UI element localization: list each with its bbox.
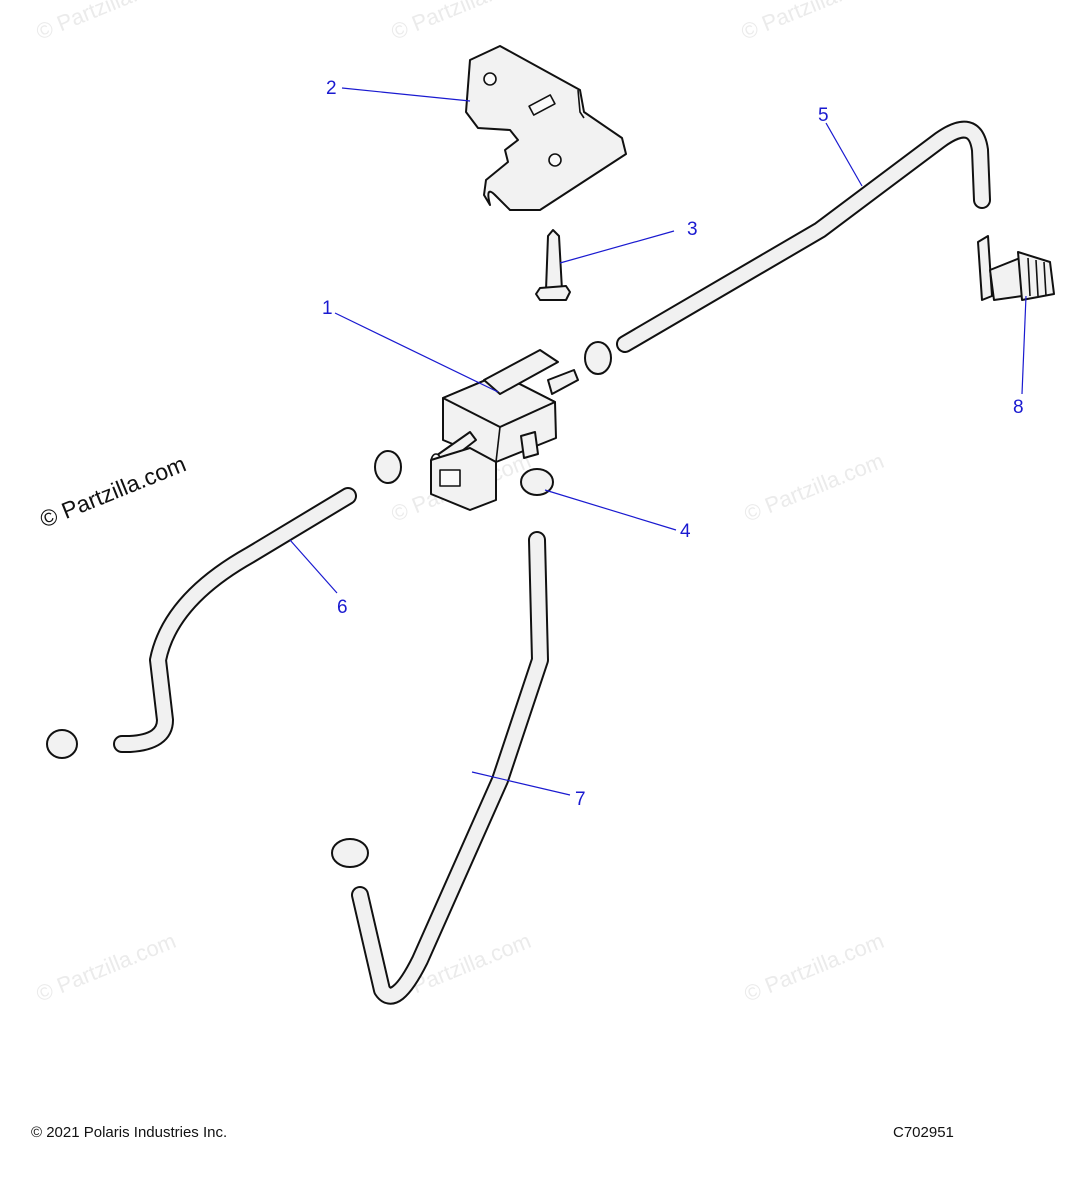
- leader-line-1: [334, 312, 499, 393]
- fitting-part: [977, 235, 1055, 301]
- callout-number-6: 6: [337, 597, 348, 618]
- watermark: © Partzilla.com: [738, 0, 885, 45]
- leader-line-6: [289, 539, 338, 594]
- leader-line-3: [559, 230, 675, 264]
- drawing-number: C702951: [893, 1124, 954, 1141]
- leader-line-5: [825, 122, 863, 187]
- callout-numbers: 1 2 3 4 5 6 7 8: [322, 78, 1024, 810]
- clamps: [46, 341, 612, 868]
- leader-line-7: [471, 771, 571, 796]
- callout-number-8: 8: [1013, 397, 1024, 418]
- callout-number-7: 7: [575, 789, 586, 810]
- watermark-dark: © Partzilla.com: [36, 450, 189, 532]
- bolt-part: [535, 229, 571, 301]
- callout-number-4: 4: [680, 521, 691, 542]
- watermark: © Partzilla.com: [741, 928, 888, 1007]
- bracket-part: [465, 45, 627, 211]
- valve-part: [430, 349, 579, 511]
- leader-line-4: [544, 489, 677, 531]
- hose-7-part: [351, 531, 549, 1005]
- callout-number-3: 3: [687, 219, 698, 240]
- callout-number-1: 1: [322, 298, 333, 319]
- callout-number-5: 5: [818, 105, 829, 126]
- callout-number-2: 2: [326, 78, 337, 99]
- leader-line-8: [1021, 295, 1027, 395]
- leader-lines: [289, 87, 1027, 796]
- hose-5-part: [616, 120, 991, 353]
- watermark: © Partzilla.com: [33, 928, 180, 1007]
- copyright-text: © 2021 Polaris Industries Inc.: [31, 1124, 228, 1141]
- watermark: © Partzilla.com: [388, 0, 535, 45]
- watermark: © Partzilla.com: [741, 448, 888, 527]
- hose-6-part: [113, 487, 357, 753]
- watermark: © Partzilla.com: [33, 0, 180, 45]
- leader-line-2: [341, 87, 471, 102]
